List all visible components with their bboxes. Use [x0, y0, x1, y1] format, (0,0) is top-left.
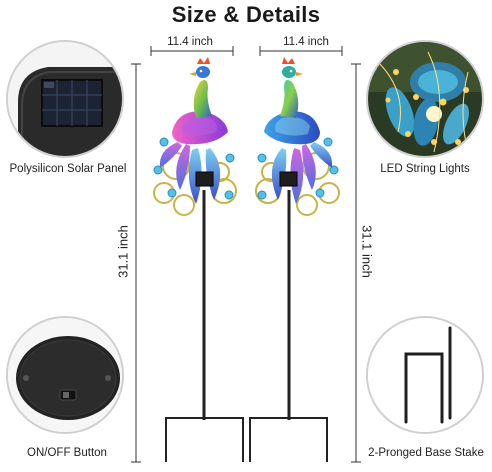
peacock-left-icon — [153, 57, 244, 462]
page-title: Size & Details — [171, 2, 321, 27]
stake-detail — [366, 316, 484, 434]
width-label-left: 11.4 inch — [167, 36, 213, 48]
led-lights-icon — [368, 42, 482, 156]
peacock-right-icon — [249, 57, 340, 462]
switch-icon — [8, 318, 122, 432]
width-label-right: 11.4 inch — [283, 36, 329, 48]
switch-caption: ON/OFF Button — [27, 447, 107, 459]
stake-caption: 2-Pronged Base Stake — [368, 447, 484, 459]
solar-panel-caption: Polysilicon Solar Panel — [9, 163, 127, 175]
width-dimension-lines — [150, 46, 343, 56]
led-lights-detail — [366, 40, 484, 158]
solar-panel-detail — [6, 40, 124, 158]
solar-panel-icon — [8, 42, 122, 156]
led-lights-caption: LED String Lights — [380, 163, 470, 175]
stake-icon — [368, 318, 482, 432]
switch-detail — [6, 316, 124, 434]
height-dimension-lines — [131, 63, 361, 463]
